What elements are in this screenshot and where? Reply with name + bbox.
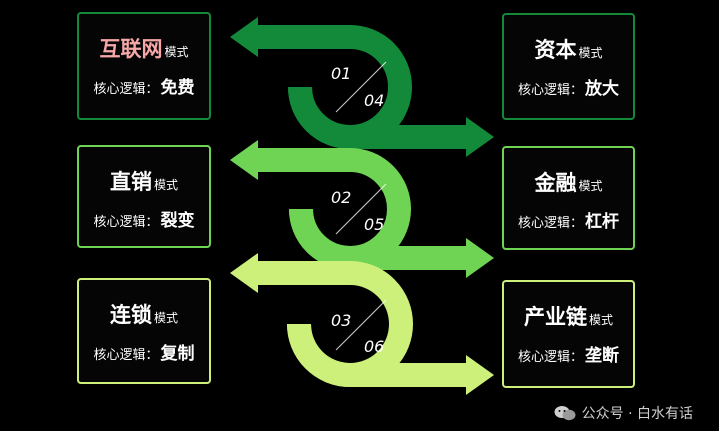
loop-1-lower-arm [288,86,472,149]
core-logic-label: 核心逻辑： [517,216,583,231]
loop-1: 01 04 [230,17,494,157]
watermark-text: 公众号 · 白水有话 [581,406,693,422]
loop-3-right-arrowhead [466,355,494,395]
card-suffix: 模式 [578,179,603,193]
card-title: 直销 [109,170,152,194]
card-internet-model: 互联网模式 核心逻辑：免费 [77,12,211,120]
core-logic-label: 核心逻辑： [93,348,159,363]
loop-1-right-arrowhead [466,117,494,157]
loop-2-right-arrowhead [466,238,494,278]
core-logic-label: 核心逻辑： [93,82,159,97]
core-logic-label: 核心逻辑： [517,350,583,365]
loop-3-top-number: 03 [331,311,351,330]
card-suffix: 模式 [588,313,613,327]
core-logic-value: 裂变 [160,211,195,231]
loop-3-left-arrowhead [230,253,258,293]
card-capital-model: 资本模式 核心逻辑：放大 [502,13,635,120]
loop-1-top-number: 01 [331,64,351,83]
card-chain-model: 连锁模式 核心逻辑：复制 [77,278,211,384]
loop-2-lower-arm [289,208,472,270]
card-finance-model: 金融模式 核心逻辑：杠杆 [502,146,635,250]
card-suffix: 模式 [153,311,178,325]
card-title: 互联网 [99,37,163,61]
watermark: 公众号 · 白水有话 [554,403,693,423]
card-suffix: 模式 [153,178,178,192]
loop-1-divider [335,61,387,113]
card-suffix: 模式 [164,45,189,59]
card-industry-chain-model: 产业链模式 核心逻辑：垄断 [502,280,635,388]
loop-1-left-arrowhead [230,17,258,57]
core-logic-value: 垄断 [585,346,619,366]
loop-3-divider [335,299,387,351]
loop-2-left-arrowhead [230,140,258,180]
core-logic-label: 核心逻辑： [517,83,583,98]
loop-3-lower-arm [287,323,472,387]
loop-1-bottom-number: 04 [364,91,384,110]
loop-2: 02 05 [230,140,494,278]
card-title: 资本 [534,38,577,62]
loop-2-bottom-number: 05 [364,215,384,234]
core-logic-label: 核心逻辑： [93,215,159,230]
core-logic-value: 放大 [585,79,619,99]
card-title: 金融 [534,171,577,195]
card-suffix: 模式 [578,46,603,60]
card-direct-sales-model: 直销模式 核心逻辑：裂变 [77,145,211,248]
core-logic-value: 复制 [160,344,195,364]
loop-2-divider [335,183,387,235]
core-logic-value: 免费 [160,78,195,98]
core-logic-value: 杠杆 [585,212,619,232]
loop-3-bottom-number: 06 [364,337,384,356]
loop-2-top-number: 02 [331,188,351,207]
wechat-icon [554,406,576,421]
loop-3: 03 06 [230,253,494,395]
card-title: 产业链 [523,305,587,329]
card-title: 连锁 [109,303,152,327]
